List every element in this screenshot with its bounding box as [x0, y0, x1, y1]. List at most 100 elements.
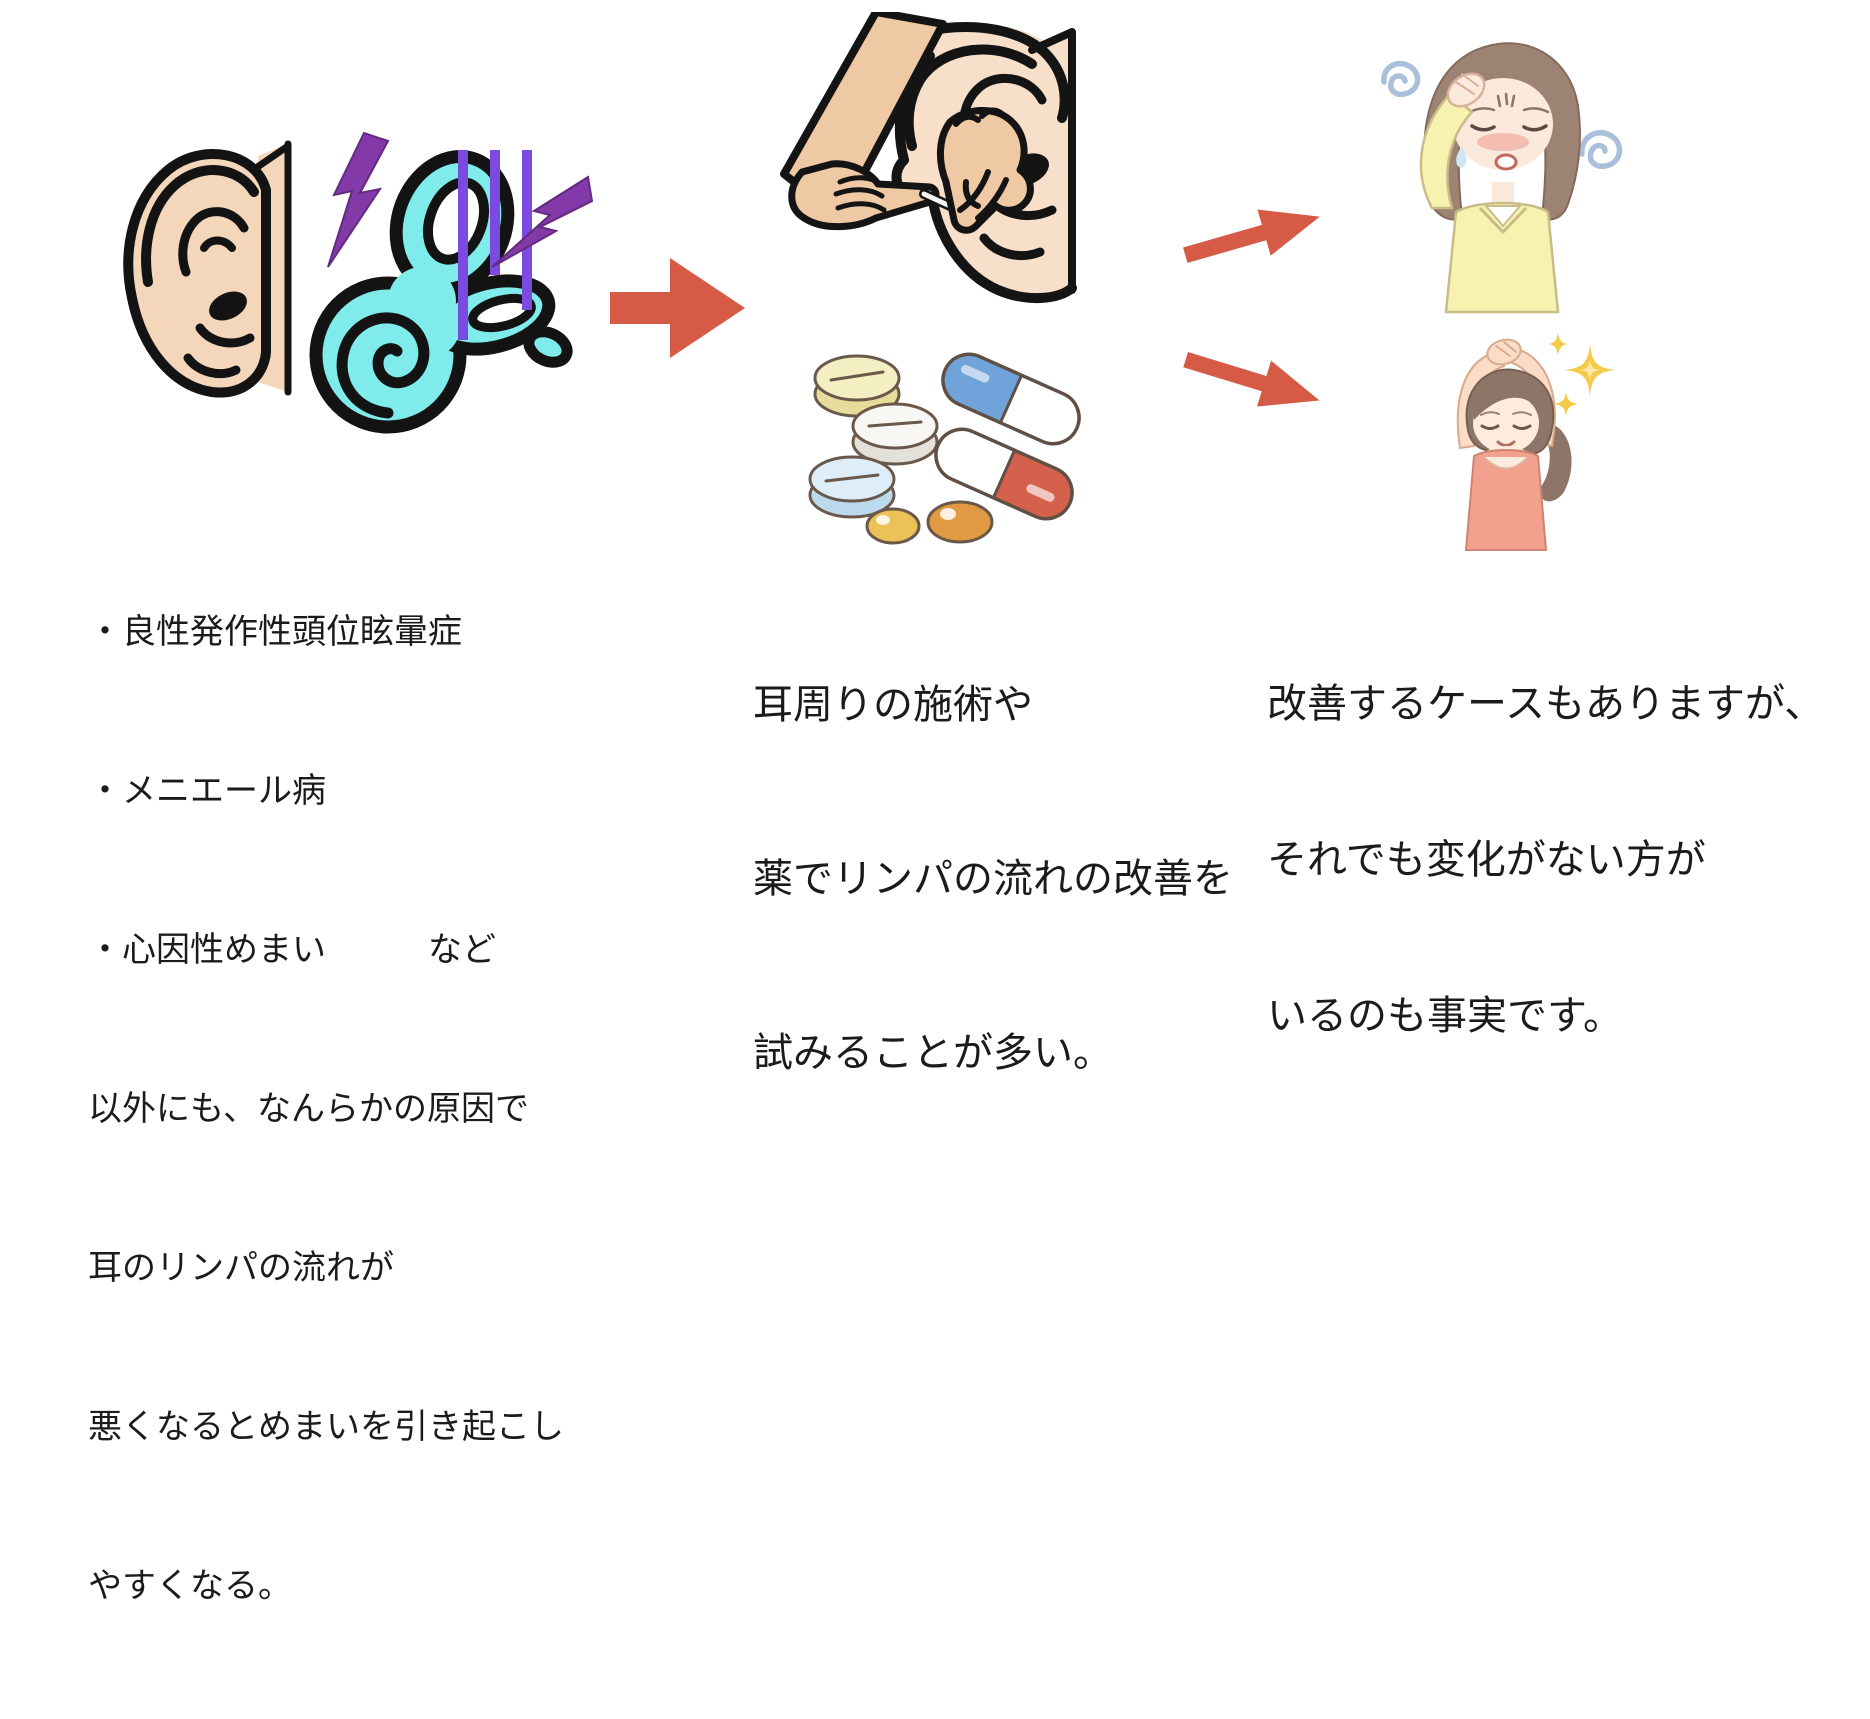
sparkle-large-center: [1580, 360, 1600, 380]
text-line: いるのも事実です。: [1267, 994, 1623, 1038]
sparkles-icon: [1547, 333, 1616, 416]
capsule-blue-white: [941, 352, 1081, 446]
text-line: 以外にも、なんらかの原因で: [88, 1090, 529, 1128]
tablet-white: [851, 402, 939, 466]
blush: [1477, 133, 1529, 151]
capsule-seam: [992, 449, 1016, 499]
sweat-drop: [1456, 146, 1467, 168]
ear-canal: [209, 291, 247, 321]
tablet-top: [813, 354, 901, 402]
worry-lines: [1496, 92, 1516, 108]
smile: [1496, 440, 1516, 447]
sparkle-small: [1554, 392, 1578, 416]
finger-lines: [1455, 73, 1479, 95]
text-line: 悪くなるとめまいを引き起こし: [88, 1408, 564, 1446]
capsule-highlight: [1026, 484, 1055, 502]
bar: [522, 150, 532, 310]
knuckles: [953, 107, 1005, 127]
outer-ear-icon: [123, 140, 292, 398]
text-line: ・良性発作性頭位眩暈症: [88, 613, 462, 651]
outcome-arrow-top-icon: [1183, 209, 1320, 263]
inner-ear-icon: [309, 131, 594, 434]
head-line: [252, 142, 292, 172]
text-line: 耳周りの施術や: [753, 683, 1033, 727]
gel-pill-yellow: [865, 507, 921, 545]
labyrinth: [309, 149, 573, 434]
capsule-highlight: [961, 364, 990, 383]
text-line: それでも変化がない方が: [1267, 838, 1706, 882]
tablet-blue: [808, 455, 896, 519]
ampulla: [523, 326, 573, 368]
sweater-body: [1444, 201, 1560, 314]
gel-body: [926, 500, 994, 544]
gel-highlight: [940, 508, 956, 520]
closed-eyes: [1470, 124, 1548, 132]
arrow-rotated: [1183, 209, 1320, 263]
bar: [490, 150, 500, 275]
superior-canal-hole: [422, 177, 490, 265]
undershirt-collar: [1483, 205, 1523, 228]
dizzy-swirl-icon: [1381, 60, 1421, 98]
sound-bars-icon: [458, 150, 532, 340]
capsule-white-red: [934, 427, 1074, 521]
flow-arrow-icon: [610, 258, 745, 358]
text-line: 試みることが多い。: [753, 1031, 1113, 1075]
causes-text-block: ・良性発作性頭位眩暈症 ・メニエール病 ・心因性めまい など 以外にも、なんらか…: [88, 500, 564, 1719]
text-line: ・心因性めまい など: [88, 931, 496, 969]
inner-helix: [903, 44, 1037, 151]
bangs: [1473, 377, 1545, 420]
thumb: [962, 179, 981, 209]
closed-eyes: [1480, 424, 1532, 430]
tragus-line: [195, 323, 255, 348]
lobe-line: [979, 233, 1045, 260]
tablet-top: [851, 402, 939, 450]
capsule-seam: [999, 374, 1023, 424]
finger-lines: [1495, 341, 1517, 357]
neckline: [1483, 456, 1529, 470]
v-neck-line: [1478, 206, 1528, 235]
junction-fill-2: [400, 297, 460, 357]
outcome-arrow-bottom-icon: [1183, 351, 1320, 407]
eyebrows: [1480, 411, 1532, 416]
tank-top: [1464, 449, 1548, 551]
arrow-shape: [1183, 351, 1320, 407]
vertigo-flow-diagram: ・良性発作性頭位眩暈症 ・メニエール病 ・心因性めまい など 以外にも、なんらか…: [88, 12, 1825, 1605]
helix-line: [141, 165, 259, 287]
text-line: やすくなる。: [88, 1567, 292, 1605]
bangs: [1454, 50, 1555, 116]
score-line: [867, 420, 923, 428]
dizzy-swirl-icon: [1579, 130, 1623, 170]
arrow-shape: [610, 258, 745, 358]
treatment-text-block: 耳周りの施術や 薬でリンパの流れの改善を 試みることが多い。: [753, 560, 1233, 1198]
arrow-shape: [1183, 209, 1320, 263]
cochlea-spiral: [336, 312, 430, 419]
lightning-bolt-icon: [327, 131, 390, 268]
face: [1473, 393, 1539, 453]
text-line: 薬でリンパの流れの改善を: [753, 857, 1233, 901]
medicines-icon: [808, 352, 1081, 545]
text-line: 改善するケースもありますが、: [1267, 682, 1825, 726]
face: [1453, 78, 1553, 170]
text-line: 耳のリンパの流れが: [88, 1249, 394, 1287]
open-mouth: [1494, 153, 1518, 171]
fingers: [957, 169, 1009, 221]
gel-body: [865, 507, 921, 545]
right-hand: [936, 106, 1034, 234]
bar: [458, 150, 468, 340]
dizzy-woman-icon: [1381, 42, 1623, 314]
arrow-rotated: [1183, 351, 1320, 407]
score-line: [829, 370, 885, 382]
gel-pill-orange: [926, 500, 994, 544]
outcome-text-block: 改善するケースもありますが、 それでも変化がない方が いるのも事実です。: [1267, 574, 1824, 1146]
finger-folds: [833, 175, 887, 213]
stretching-woman-icon: [1456, 333, 1616, 551]
antihelix-line: [178, 207, 249, 277]
lobe-line: [183, 353, 241, 378]
lightning-bolt-icon: [491, 175, 594, 268]
text-line: ・メニエール病: [88, 772, 326, 810]
hand-back: [936, 106, 1034, 234]
inner-curl: [200, 236, 236, 252]
ear-massage-icon: [780, 12, 1077, 304]
score-line: [824, 473, 880, 483]
sparkle-small: [1547, 333, 1569, 355]
